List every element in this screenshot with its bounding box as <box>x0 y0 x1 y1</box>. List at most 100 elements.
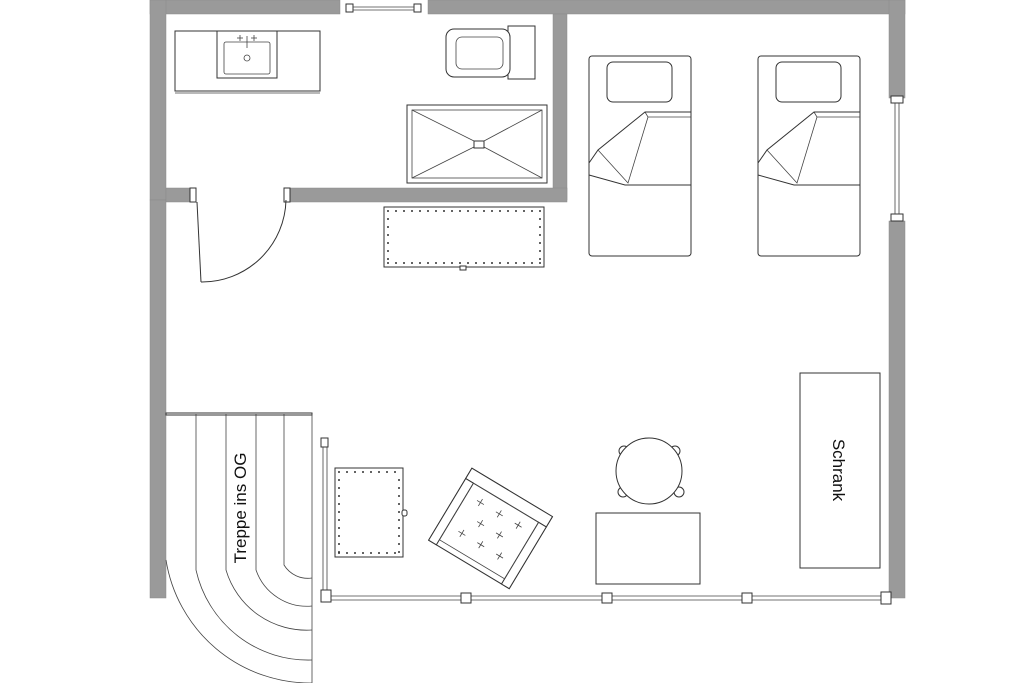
upholstery-dot <box>346 552 348 554</box>
upholstery-dot <box>378 471 380 473</box>
upholstery-dot <box>459 210 461 212</box>
upholstery-dot <box>338 495 340 497</box>
upholstery-dot <box>451 210 453 212</box>
upholstery-dot <box>467 210 469 212</box>
upholstery-dot <box>483 210 485 212</box>
wardrobe-body <box>799 372 881 569</box>
upholstery-dot <box>435 262 437 264</box>
coffee-table-knob <box>401 509 408 517</box>
upholstery-dot <box>386 552 388 554</box>
upholstery-dot <box>419 210 421 212</box>
upholstery-dot <box>395 210 397 212</box>
armchair-cushion <box>438 482 540 580</box>
upholstery-dot <box>338 479 340 481</box>
upholstery-dot <box>398 543 400 545</box>
railing-post-top <box>320 437 329 448</box>
stair-line-3 <box>255 414 313 607</box>
window-top-jamb-right <box>413 3 422 13</box>
stair-line-2 <box>225 414 313 631</box>
upholstery-dot <box>507 262 509 264</box>
sink-drain <box>243 54 251 62</box>
wall-right-upper <box>888 0 906 99</box>
round-table-set <box>615 437 685 505</box>
blanket-fold <box>597 111 649 184</box>
upholstery-dot <box>523 210 525 212</box>
upholstery-dot <box>467 262 469 264</box>
stairs-edge <box>165 412 313 416</box>
upholstery-dot <box>387 234 389 236</box>
tuft-mark <box>495 531 504 539</box>
bench <box>383 206 545 271</box>
upholstery-dot <box>395 262 397 264</box>
wardrobe: Schrank <box>799 372 881 569</box>
bench-body <box>383 206 545 268</box>
upholstery-dot <box>403 210 405 212</box>
tuft-mark <box>495 510 503 518</box>
upholstery-dot <box>427 262 429 264</box>
upholstery-dot <box>411 262 413 264</box>
upholstery-dot <box>387 210 389 212</box>
tuft-mark <box>514 521 522 529</box>
upholstery-dot <box>531 210 533 212</box>
tuft-mark <box>495 552 504 560</box>
window-mullion-end <box>880 591 892 605</box>
stairs-label: Treppe ins OG <box>231 453 250 564</box>
shower-slope-4 <box>483 146 543 179</box>
stairs: Treppe ins OG <box>165 412 313 683</box>
upholstery-dot <box>539 262 541 264</box>
window-mullion-1 <box>460 592 472 604</box>
upholstery-dot <box>523 262 525 264</box>
upholstery-dot <box>443 210 445 212</box>
tuft-mark <box>476 498 485 507</box>
upholstery-dot <box>394 471 396 473</box>
wall-left-lower <box>149 199 167 599</box>
door-leaf <box>196 201 202 283</box>
upholstery-dot <box>411 210 413 212</box>
window-right-jamb-top <box>890 95 904 104</box>
bench-foot <box>459 265 467 271</box>
shower-slope-3 <box>411 146 475 179</box>
wardrobe-label: Schrank <box>829 439 848 502</box>
upholstery-dot <box>539 234 541 236</box>
upholstery-dot <box>539 210 541 212</box>
railing <box>320 437 892 605</box>
upholstery-dot <box>491 262 493 264</box>
upholstery-dot <box>338 551 340 553</box>
window-right-jamb-bottom <box>890 213 904 222</box>
upholstery-dot <box>386 471 388 473</box>
coffee-table-dots <box>338 471 400 554</box>
shower-drain <box>473 140 485 149</box>
wall-left-upper <box>149 0 167 201</box>
upholstery-dot <box>451 262 453 264</box>
upholstery-dot <box>387 218 389 220</box>
upholstery-dot <box>398 511 400 513</box>
door-swing <box>200 199 287 283</box>
upholstery-dot <box>387 258 389 260</box>
wall-bath-partition-left-stub <box>165 187 193 203</box>
upholstery-dot <box>539 258 541 260</box>
upholstery-dot <box>403 262 405 264</box>
upholstery-dot <box>475 210 477 212</box>
upholstery-dot <box>398 479 400 481</box>
upholstery-dot <box>387 242 389 244</box>
toilet-tank <box>507 25 536 80</box>
pillow <box>775 61 842 103</box>
upholstery-dot <box>539 242 541 244</box>
upholstery-dot <box>370 471 372 473</box>
round-table <box>615 437 683 505</box>
coffee-table-body <box>334 467 404 558</box>
upholstery-dot <box>362 471 364 473</box>
walls <box>149 0 906 599</box>
upholstery-dot <box>387 226 389 228</box>
shower-tray-inner <box>411 109 543 179</box>
blanket-fold <box>766 111 818 184</box>
tuft-mark <box>477 541 485 549</box>
wall-right-lower <box>888 220 906 599</box>
upholstery-dot <box>499 262 501 264</box>
upholstery-dot <box>354 552 356 554</box>
upholstery-dot <box>539 218 541 220</box>
tuft-mark <box>476 519 485 528</box>
upholstery-dot <box>483 262 485 264</box>
coffee-table <box>334 467 408 558</box>
